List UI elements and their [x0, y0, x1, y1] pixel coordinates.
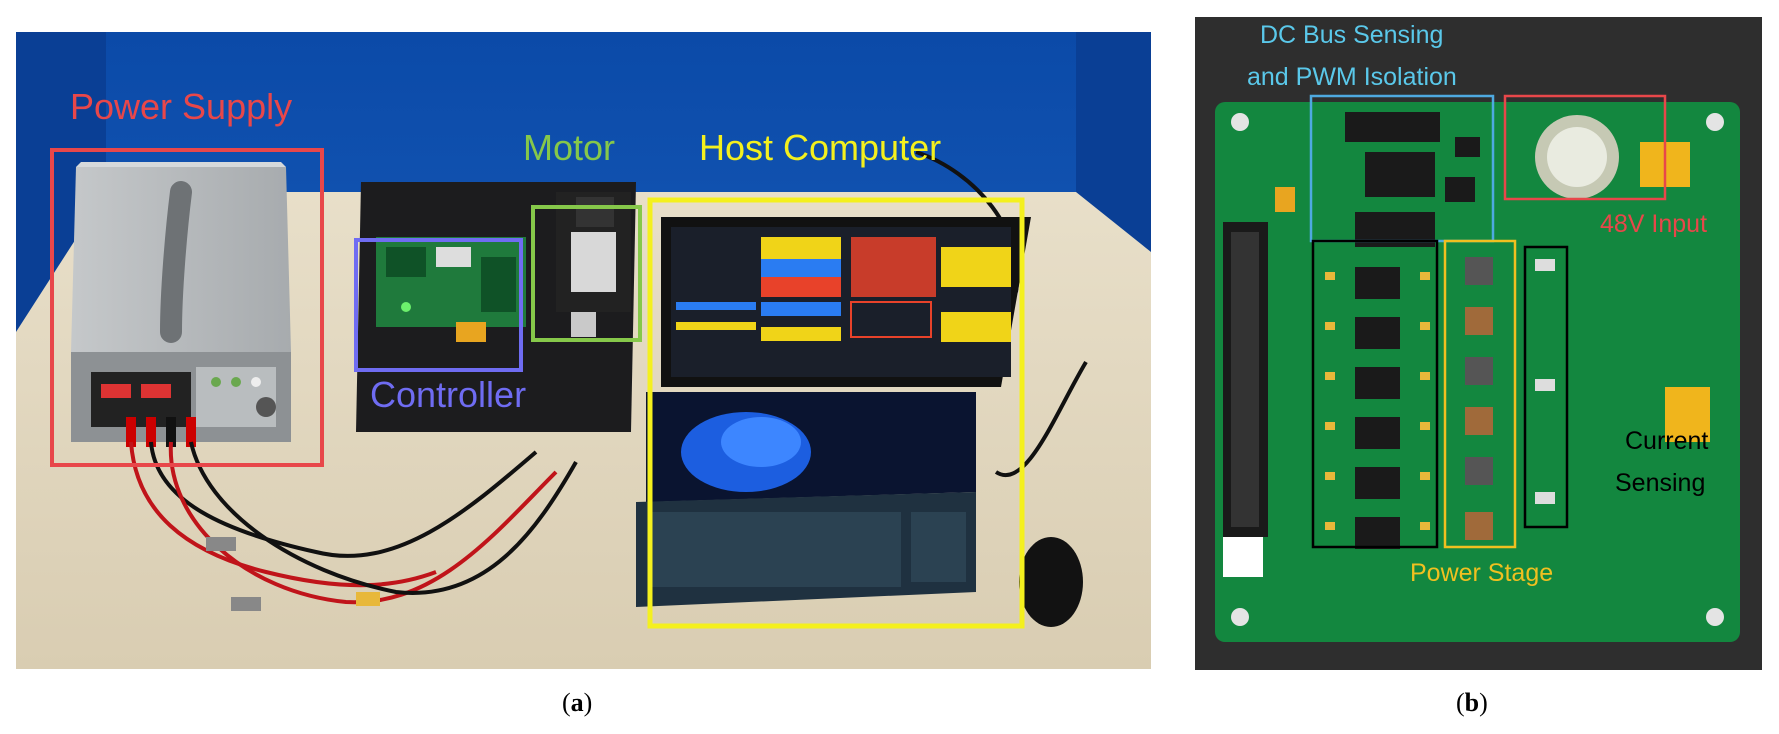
- controller-box: [354, 238, 523, 372]
- dc-bus-components: [1275, 112, 1480, 247]
- motor-label: Motor: [523, 127, 615, 168]
- power-stage-box: [1443, 239, 1517, 549]
- current-sensing-box: [1523, 245, 1569, 529]
- current-label-line2: Sensing: [1615, 469, 1705, 497]
- power-supply-label: Power Supply: [70, 86, 292, 127]
- power-supply-box: [50, 148, 324, 467]
- caption-a-open: (: [562, 688, 571, 717]
- dc-bus-label-line2: and PWM Isolation: [1247, 63, 1457, 91]
- input-48v-box: [1503, 94, 1667, 201]
- power-stage-label: Power Stage: [1410, 559, 1553, 587]
- caption-a: (a): [562, 688, 592, 718]
- motor-box: [531, 205, 642, 342]
- cables: [129, 150, 1088, 611]
- qr-code: [1223, 537, 1263, 577]
- right-wall: [1076, 32, 1151, 262]
- controller-label: Controller: [370, 374, 526, 415]
- caption-a-close: ): [583, 688, 593, 717]
- caption-a-letter: a: [570, 688, 584, 717]
- host-computer-label: Host Computer: [699, 127, 941, 168]
- motor-assembly: [556, 192, 631, 337]
- current-label-line1: Current: [1625, 427, 1708, 455]
- passive-components: [1325, 272, 1430, 530]
- current-shunts: [1535, 259, 1555, 504]
- laptop: [636, 217, 1031, 607]
- photo-test-bench: Power Supply Controller Motor Host Compu…: [16, 32, 1151, 669]
- caption-b-letter: b: [1464, 688, 1480, 717]
- input-48v-label: 48V Input: [1600, 210, 1707, 238]
- caption-b-open: (: [1456, 688, 1465, 717]
- caption-b-close: ): [1479, 688, 1488, 717]
- gate-driver-chips: [1355, 267, 1400, 549]
- dc-bus-label-line1: DC Bus Sensing: [1260, 21, 1443, 49]
- computer-mouse: [1019, 537, 1083, 627]
- caption-b: (b): [1456, 688, 1488, 718]
- power-mosfets: [1465, 257, 1493, 540]
- gate-driver-box: [1311, 239, 1439, 549]
- photo-inverter-board: DC Bus Sensing and PWM Isolation 48V Inp…: [1195, 17, 1762, 670]
- host-computer-box: [647, 197, 1025, 629]
- power-supply-unit: [71, 162, 291, 447]
